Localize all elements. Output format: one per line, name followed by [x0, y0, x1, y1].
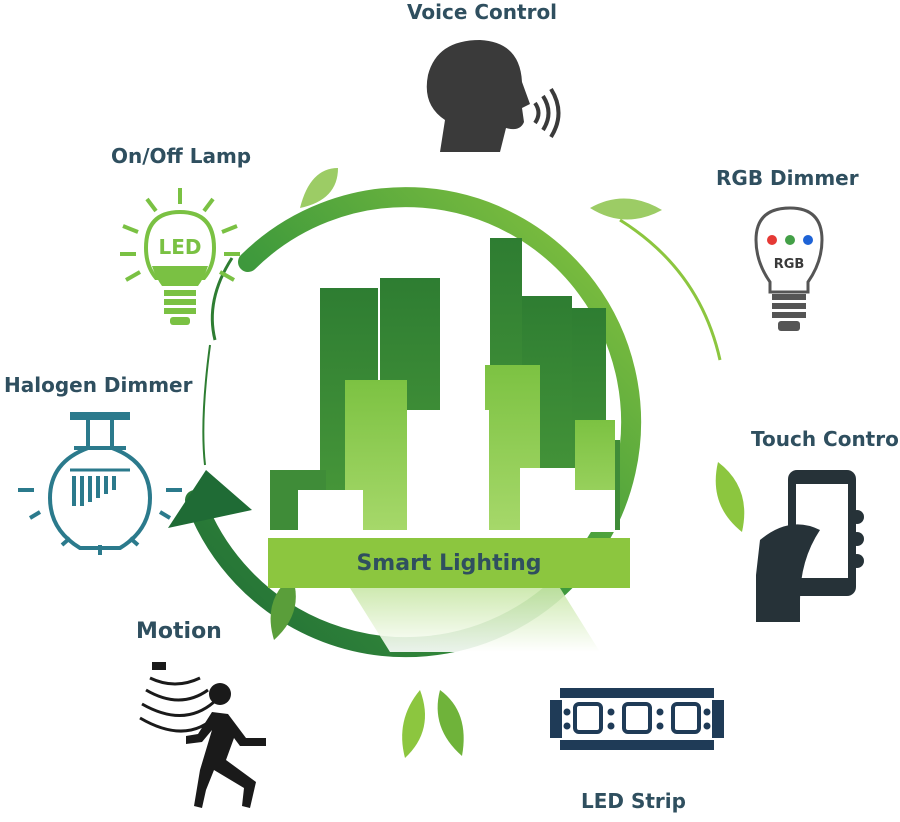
motion-icon: [139, 662, 266, 808]
on-off-lamp-label: On/Off Lamp: [111, 144, 252, 168]
touch-control-icon: [756, 470, 864, 622]
motion-label: Motion: [136, 619, 222, 644]
led-strip-icon: [550, 688, 724, 750]
smart-lighting-title: Smart Lighting: [356, 551, 541, 576]
voice-control-label: Voice Control: [407, 0, 558, 24]
led-strip-label: LED Strip: [581, 789, 686, 813]
led-lamp-icon: LED: [120, 188, 240, 325]
smart-lighting-banner: Smart Lighting: [268, 538, 630, 652]
city-skyline: [270, 238, 620, 532]
cycle-ring: [168, 187, 722, 658]
rgb-bulb-icon: RGB: [754, 206, 824, 331]
leaf-decorations: [270, 168, 745, 758]
rgb-bulb-text: RGB: [774, 257, 805, 272]
cycle-arrow-head: [168, 470, 252, 528]
touch-control-label: Touch Control: [751, 427, 900, 451]
rgb-dimmer-label: RGB Dimmer: [716, 166, 859, 190]
halogen-dimmer-label: Halogen Dimmer: [4, 373, 193, 397]
halogen-bulb-icon: [18, 412, 182, 555]
voice-control-icon: [426, 40, 561, 152]
led-lamp-text: LED: [158, 235, 201, 259]
